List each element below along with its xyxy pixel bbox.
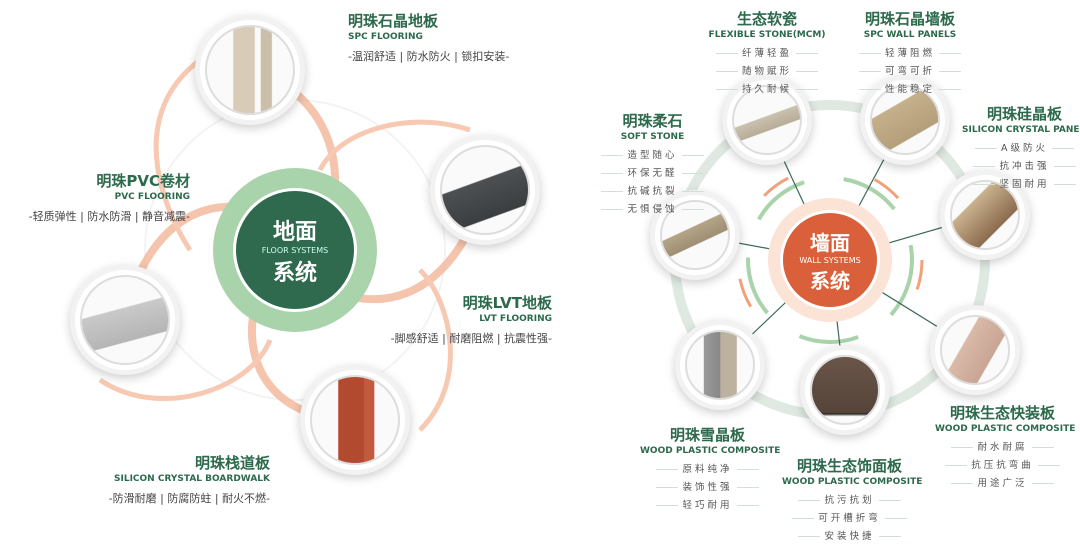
feature: 轻薄阻燃	[840, 43, 980, 61]
wpc-quick-panel-image	[930, 305, 1020, 395]
product-name-en: SPC FLOORING	[348, 32, 423, 42]
hub-subtitle: FLOOR SYSTEMS	[261, 245, 329, 255]
product-soft-stone: 明珠柔石 SOFT STONE 造型随心环保无醛抗碱抗裂无惧侵蚀	[590, 110, 715, 217]
feature: 耐水耐腐	[935, 437, 1070, 455]
product-name: 明珠生态快装板	[949, 404, 1055, 422]
feature: 可开槽折弯	[782, 508, 917, 526]
product-spc-flooring: 明珠石晶地板 SPC FLOORING -温润舒适 | 防水防火 | 锁扣安装-	[348, 10, 509, 64]
product-name: 明珠雪晶板	[669, 426, 745, 444]
feature: 抗污抗划	[782, 490, 917, 508]
product-silicon-panel: 明珠硅晶板 SILICON CRYSTAL PANELS A级防火抗冲击强坚固耐…	[962, 103, 1080, 192]
product-name-en: SPC WALL PANELS	[863, 30, 957, 40]
wpc-decorative-image	[800, 345, 890, 435]
wall-systems-hub: 墙面 WALL SYSTEMS 系统	[780, 210, 880, 310]
feature: 用途广泛	[935, 473, 1070, 491]
product-lvt-flooring: 明珠LVT地板 LVT FLOORING -脚感舒适 | 耐磨阻燃 | 抗震性强…	[362, 292, 552, 346]
feature: 原料纯净	[640, 459, 775, 477]
product-name-en: LVT FLOORING	[479, 314, 552, 324]
feature: 纤薄轻盈	[697, 43, 837, 61]
product-name: 明珠柔石	[622, 112, 683, 130]
product-boardwalk: 明珠栈道板 SILICON CRYSTAL BOARDWALK -防滑耐磨 | …	[70, 452, 270, 506]
product-spc-wall: 明珠石晶墙板 SPC WALL PANELS 轻薄阻燃可弯可折性能稳定	[840, 8, 980, 97]
product-name: 明珠石晶地板	[348, 12, 439, 30]
product-features: -防滑耐磨 | 防腐防蛀 | 耐火不燃-	[108, 492, 270, 505]
product-name: 明珠LVT地板	[462, 294, 552, 312]
snow-crystal-image	[675, 320, 765, 410]
feature: A级防火	[962, 138, 1080, 156]
product-name: 明珠栈道板	[194, 454, 270, 472]
feature: 持久耐候	[697, 79, 837, 97]
product-name-en: SILICON CRYSTAL PANELS	[962, 125, 1080, 135]
product-features: -轻质弹性 | 防水防滑 | 静音减震-	[28, 210, 190, 223]
floor-systems-hub: 地面 FLOOR SYSTEMS 系统	[233, 188, 357, 312]
hub-subtitle: WALL SYSTEMS	[799, 255, 861, 265]
spc-flooring-image	[195, 15, 305, 125]
product-name: 明珠PVC卷材	[96, 172, 190, 190]
pvc-flooring-image	[70, 265, 180, 375]
boardwalk-image	[300, 365, 410, 475]
product-name: 明珠生态饰面板	[796, 457, 902, 475]
feature: 性能稳定	[840, 79, 980, 97]
product-name-en: SILICON CRYSTAL BOARDWALK	[114, 474, 270, 484]
feature: 坚固耐用	[962, 174, 1080, 192]
feature: 抗碱抗裂	[590, 181, 715, 199]
product-name-en: WOOD PLASTIC COMPOSITE	[782, 477, 923, 487]
hub-title-bottom: 系统	[272, 260, 317, 286]
product-pvc-flooring: 明珠PVC卷材 PVC FLOORING -轻质弹性 | 防水防滑 | 静音减震…	[0, 170, 190, 224]
product-name: 明珠硅晶板	[986, 105, 1062, 123]
product-wpc-quick-panel: 明珠生态快装板 WOOD PLASTIC COMPOSITE 耐水耐腐抗压抗弯曲…	[935, 402, 1076, 491]
feature: 可弯可折	[840, 61, 980, 79]
product-name: 明珠石晶墙板	[864, 10, 955, 28]
product-wpc-decorative: 明珠生态饰面板 WOOD PLASTIC COMPOSITE 抗污抗划可开槽折弯…	[782, 455, 923, 544]
feature: 抗冲击强	[962, 156, 1080, 174]
product-snow-crystal: 明珠雪晶板 WOOD PLASTIC COMPOSITE 原料纯净装饰性强轻巧耐…	[640, 424, 781, 513]
feature: 随物赋形	[697, 61, 837, 79]
feature: 轻巧耐用	[640, 495, 775, 513]
hub-title-top: 地面	[272, 219, 317, 245]
feature: 装饰性强	[640, 477, 775, 495]
product-name: 生态软瓷	[736, 10, 797, 28]
product-mcm: 生态软瓷 FLEXIBLE STONE(MCM) 纤薄轻盈随物赋形持久耐候	[697, 8, 837, 97]
feature: 无惧侵蚀	[590, 199, 715, 217]
product-name-en: WOOD PLASTIC COMPOSITE	[935, 424, 1076, 434]
hub-title-bottom: 系统	[810, 268, 850, 293]
feature: 抗压抗弯曲	[935, 455, 1070, 473]
hub-title-top: 墙面	[810, 230, 850, 255]
feature: 造型随心	[590, 145, 715, 163]
product-features: -温润舒适 | 防水防火 | 锁扣安装-	[348, 50, 510, 63]
product-name-en: PVC FLOORING	[114, 192, 190, 202]
product-name-en: SOFT STONE	[620, 132, 685, 142]
product-name-en: WOOD PLASTIC COMPOSITE	[640, 446, 781, 456]
product-name-en: FLEXIBLE STONE(MCM)	[708, 30, 826, 40]
lvt-flooring-image	[430, 135, 540, 245]
product-features: -脚感舒适 | 耐磨阻燃 | 抗震性强-	[390, 332, 552, 345]
feature: 环保无醛	[590, 163, 715, 181]
